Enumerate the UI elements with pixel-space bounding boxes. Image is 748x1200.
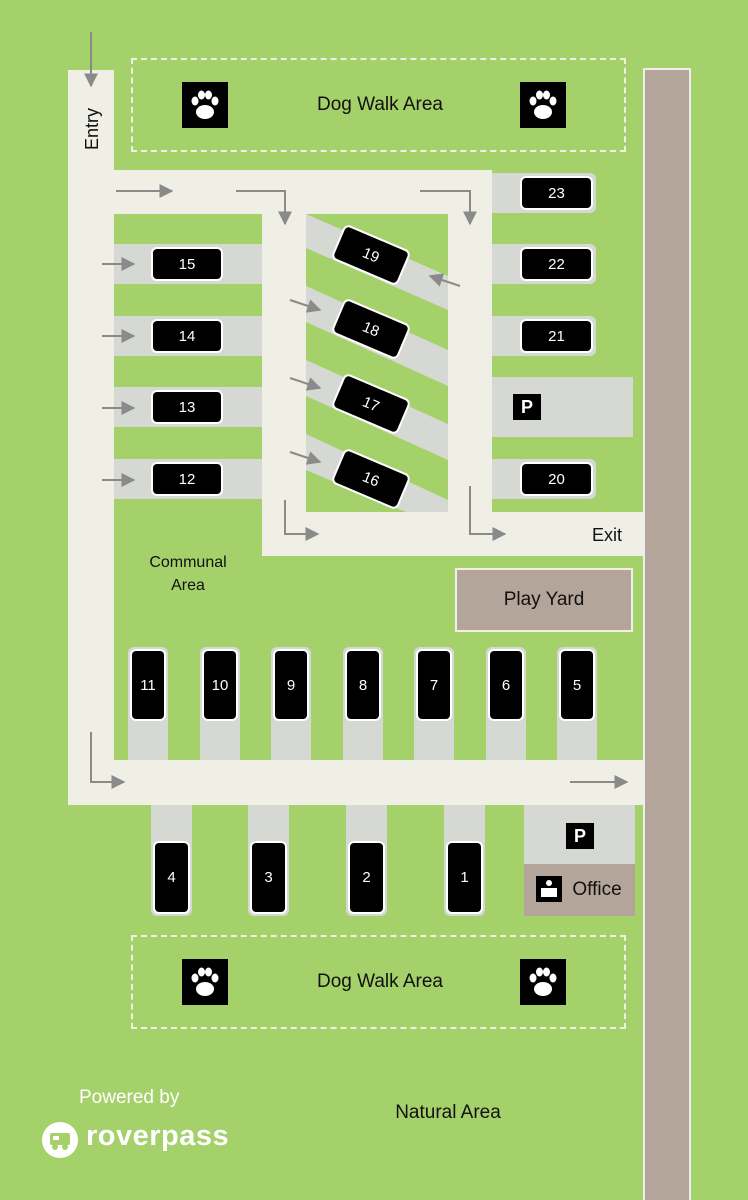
- site-3[interactable]: 3: [252, 843, 285, 912]
- site-4[interactable]: 4: [155, 843, 188, 912]
- entry-label: Entry: [81, 108, 102, 151]
- road-inner-right: [448, 170, 492, 556]
- rv-icon: [42, 1122, 78, 1158]
- communal-area-label: Communal Area: [149, 554, 227, 594]
- site-11[interactable]: 11: [132, 651, 164, 719]
- road-inner-left: [262, 170, 306, 556]
- dog-walk-area-top: [131, 58, 626, 152]
- office-desk-icon: [536, 876, 562, 902]
- main-road: [645, 70, 689, 1200]
- natural-area-label: Natural Area: [395, 1102, 501, 1123]
- site-12[interactable]: 12: [153, 464, 221, 494]
- site-7[interactable]: 7: [418, 651, 450, 719]
- dog-walk-area-bottom: [131, 935, 626, 1029]
- parking-icon: P: [566, 823, 594, 849]
- roverpass-logo-text[interactable]: roverpass: [86, 1120, 230, 1152]
- dog-walk-area-top-label: Dog Walk Area: [316, 94, 443, 115]
- paw-icon: [182, 82, 228, 128]
- powered-by-label: Powered by: [79, 1087, 180, 1108]
- site-6[interactable]: 6: [490, 651, 522, 719]
- site-14[interactable]: 14: [153, 321, 221, 351]
- road-inner-bottom: [262, 512, 645, 556]
- site-23[interactable]: 23: [522, 178, 591, 208]
- site-13[interactable]: 13: [153, 392, 221, 422]
- site-10[interactable]: 10: [204, 651, 236, 719]
- site-2[interactable]: 2: [350, 843, 383, 912]
- paw-icon: [520, 959, 566, 1005]
- road-bottom-horizontal: [68, 760, 645, 805]
- site-20[interactable]: 20: [522, 464, 591, 494]
- site-9[interactable]: 9: [275, 651, 307, 719]
- paw-icon: [520, 82, 566, 128]
- office-label: Office: [572, 879, 622, 900]
- exit-label: Exit: [591, 524, 622, 545]
- parking-icon: P: [513, 394, 541, 420]
- site-8[interactable]: 8: [347, 651, 379, 719]
- dog-walk-area-bottom-label: Dog Walk Area: [316, 971, 443, 992]
- site-15[interactable]: 15: [153, 249, 221, 279]
- paw-icon: [182, 959, 228, 1005]
- play-yard: Play Yard: [455, 568, 633, 632]
- site-22[interactable]: 22: [522, 249, 591, 279]
- site-5[interactable]: 5: [561, 651, 593, 719]
- site-1[interactable]: 1: [448, 843, 481, 912]
- site-21[interactable]: 21: [522, 321, 591, 351]
